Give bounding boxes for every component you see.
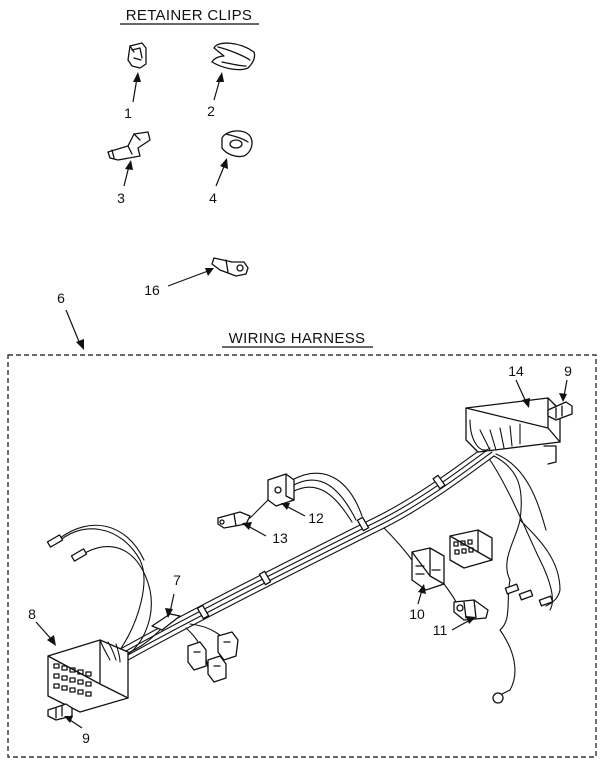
callout-7: 7 bbox=[173, 572, 181, 588]
retainer-clip-3 bbox=[107, 131, 151, 161]
callout-3: 3 bbox=[117, 190, 125, 206]
branch-to-part-12 bbox=[291, 472, 363, 523]
connector-10 bbox=[383, 527, 445, 591]
callout-6: 6 bbox=[57, 290, 65, 306]
callout-4: 4 bbox=[209, 190, 217, 206]
leader-4 bbox=[215, 163, 226, 187]
callout-9-top: 9 bbox=[564, 363, 572, 379]
multi-pin-connector-8 bbox=[47, 639, 129, 713]
leader-12 bbox=[285, 505, 306, 517]
retainer-clip-2 bbox=[211, 42, 256, 71]
leader-16 bbox=[167, 270, 209, 287]
leader-13 bbox=[247, 525, 267, 537]
callout-10: 10 bbox=[409, 606, 425, 622]
leader-2 bbox=[213, 78, 221, 101]
connector-8-pins bbox=[53, 663, 92, 697]
lower-middle-connectors bbox=[185, 623, 239, 683]
wiring-harness-frame bbox=[7, 354, 597, 758]
retainer-clip-1 bbox=[127, 42, 147, 69]
retainer-clips-title: RETAINER CLIPS bbox=[126, 7, 252, 24]
terminal-13 bbox=[217, 499, 269, 529]
callout-13: 13 bbox=[272, 530, 288, 546]
callout-14: 14 bbox=[508, 363, 524, 379]
leader-8 bbox=[35, 621, 53, 641]
right-branches bbox=[489, 453, 561, 704]
callout-12: 12 bbox=[308, 510, 324, 526]
terminal-block-14 bbox=[465, 397, 561, 465]
connector-block-right bbox=[449, 529, 493, 569]
wiring-harness-title: WIRING HARNESS bbox=[229, 330, 366, 347]
leader-9-bottom bbox=[69, 719, 83, 729]
connector-12 bbox=[267, 473, 295, 507]
leader-9-top bbox=[563, 379, 568, 397]
terminal-11 bbox=[443, 583, 489, 621]
callout-11: 11 bbox=[433, 622, 448, 638]
retainer-clip-4 bbox=[221, 130, 253, 158]
retainer-clip-16 bbox=[211, 257, 249, 277]
left-wire-loops bbox=[46, 524, 152, 657]
callout-9-bottom: 9 bbox=[82, 730, 90, 746]
leader-11 bbox=[451, 619, 471, 631]
callout-8: 8 bbox=[28, 606, 36, 622]
leader-6 bbox=[65, 309, 81, 345]
callout-1: 1 bbox=[124, 105, 132, 121]
callout-2: 2 bbox=[207, 103, 215, 119]
plug-9-top bbox=[547, 401, 573, 421]
leader-14 bbox=[515, 379, 527, 403]
callout-16: 16 bbox=[144, 282, 160, 298]
